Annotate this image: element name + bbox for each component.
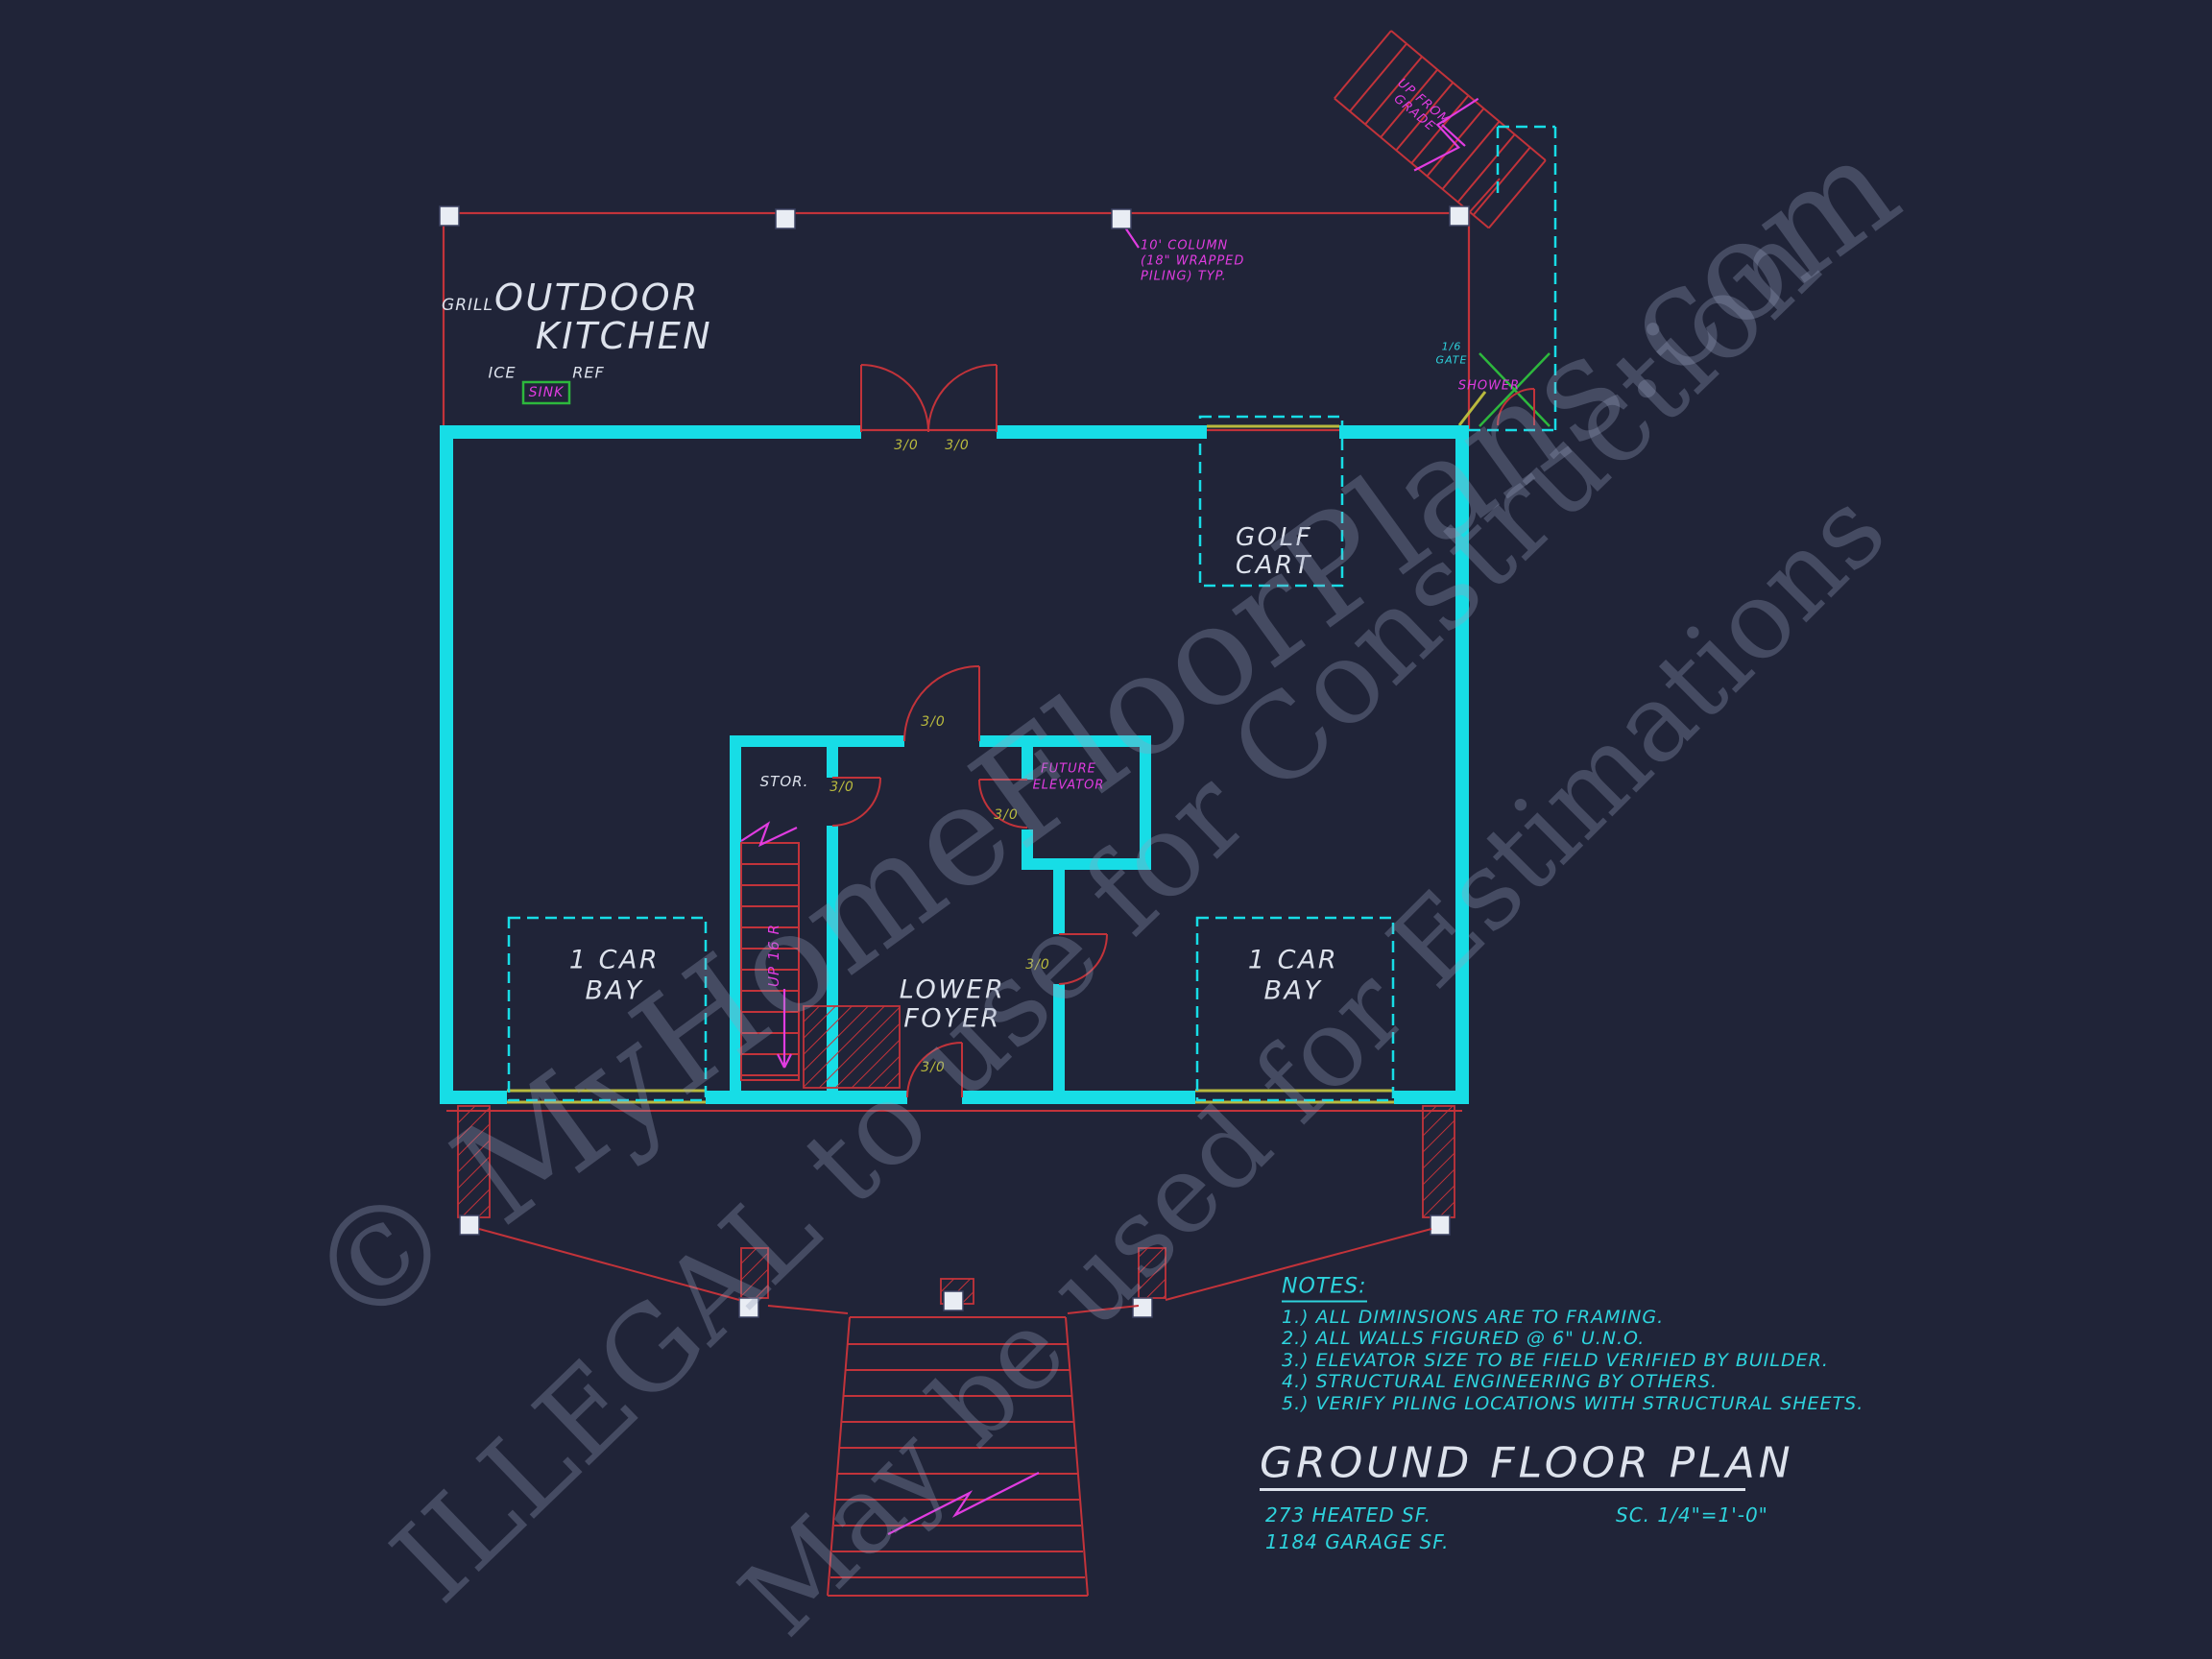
ice-label: ICE — [488, 363, 517, 382]
car-bay-right-line1: 1 CAR — [1247, 945, 1339, 975]
outdoor-kitchen-line1: OUTDOOR — [494, 276, 700, 319]
lower-foyer-line1: LOWER — [899, 974, 1006, 1005]
note-item: 4.) STRUCTURAL ENGINEERING BY OTHERS. — [1282, 1371, 1719, 1392]
note-item: 2.) ALL WALLS FIGURED @ 6" U.N.O. — [1282, 1328, 1646, 1349]
heated-sf-label: 273 HEATED SF. — [1265, 1503, 1432, 1527]
exterior-stair — [1334, 30, 1547, 229]
golf-cart-line2: CART — [1236, 551, 1312, 580]
outdoor-kitchen-line2: KITCHEN — [535, 315, 713, 357]
gate-label-size: 1/6 — [1441, 340, 1462, 353]
golf-cart-area — [1198, 415, 1344, 588]
interior-stairs — [740, 821, 901, 1089]
interior-doors — [831, 665, 1108, 1098]
deck-outline — [442, 178, 1501, 1112]
sink-label: SINK — [528, 385, 565, 400]
stor-label: STOR. — [759, 773, 809, 790]
door-size-label: 3/0 — [830, 780, 854, 795]
title-underline — [1260, 1488, 1745, 1491]
note-item: 1.) ALL DIMINSIONS ARE TO FRAMING. — [1282, 1307, 1665, 1328]
interior-walls — [730, 735, 1151, 1102]
shower-label: SHOWER — [1457, 378, 1521, 394]
scale-label: SC. 1/4"=1'-0" — [1616, 1503, 1768, 1527]
landing-dashed — [1469, 125, 1557, 432]
door-size-label: 3/0 — [921, 1060, 946, 1075]
main-walls — [440, 425, 1469, 1104]
column-leader — [1122, 124, 1466, 249]
column-note-line1: 10' COLUMN — [1141, 238, 1229, 253]
note-item: 3.) ELEVATOR SIZE TO BE FIELD VERIFIED B… — [1282, 1350, 1829, 1371]
car-bay-left-line1: 1 CAR — [568, 945, 661, 975]
golf-cart-line1: GOLF — [1235, 523, 1313, 552]
car-bays — [507, 916, 1395, 1102]
entry-double-door — [860, 363, 998, 433]
notes-heading: NOTES: — [1282, 1275, 1367, 1303]
column-note-line2: (18" WRAPPED — [1141, 253, 1245, 269]
door-size-label: 3/0 — [994, 807, 1019, 823]
door-size-label: 3/0 — [945, 438, 970, 453]
garage-sf-label: 1184 GARAGE SF. — [1265, 1530, 1450, 1553]
ref-label: REF — [572, 363, 605, 382]
door-size-label: 3/0 — [1025, 957, 1050, 973]
future-elevator-line1: FUTURE — [1041, 761, 1096, 777]
future-elevator-line2: ELEVATOR — [1032, 778, 1105, 793]
note-item: 5.) VERIFY PILING LOCATIONS WITH STRUCTU… — [1282, 1393, 1864, 1414]
door-size-label: 3/0 — [894, 438, 919, 453]
door-size-label: 3/0 — [921, 714, 946, 730]
column-note-line3: PILING) TYP. — [1141, 269, 1227, 284]
car-bay-right-line2: BAY — [1263, 975, 1323, 1006]
piers-posts — [439, 205, 1470, 1318]
grill-label: GRILL — [442, 296, 493, 315]
car-bay-left-line2: BAY — [585, 975, 644, 1006]
shower-area — [1457, 352, 1551, 427]
gate-label-word: GATE — [1435, 353, 1468, 367]
page-title: GROUND FLOOR PLAN — [1260, 1438, 1794, 1488]
lower-foyer-line2: FOYER — [903, 1003, 1001, 1034]
up-16r-label: UP 16 R — [765, 923, 782, 988]
sink-outline — [521, 380, 571, 405]
porch-outline — [478, 1228, 1432, 1314]
front-steps — [827, 1316, 1089, 1597]
garage-doors — [507, 424, 1394, 1104]
